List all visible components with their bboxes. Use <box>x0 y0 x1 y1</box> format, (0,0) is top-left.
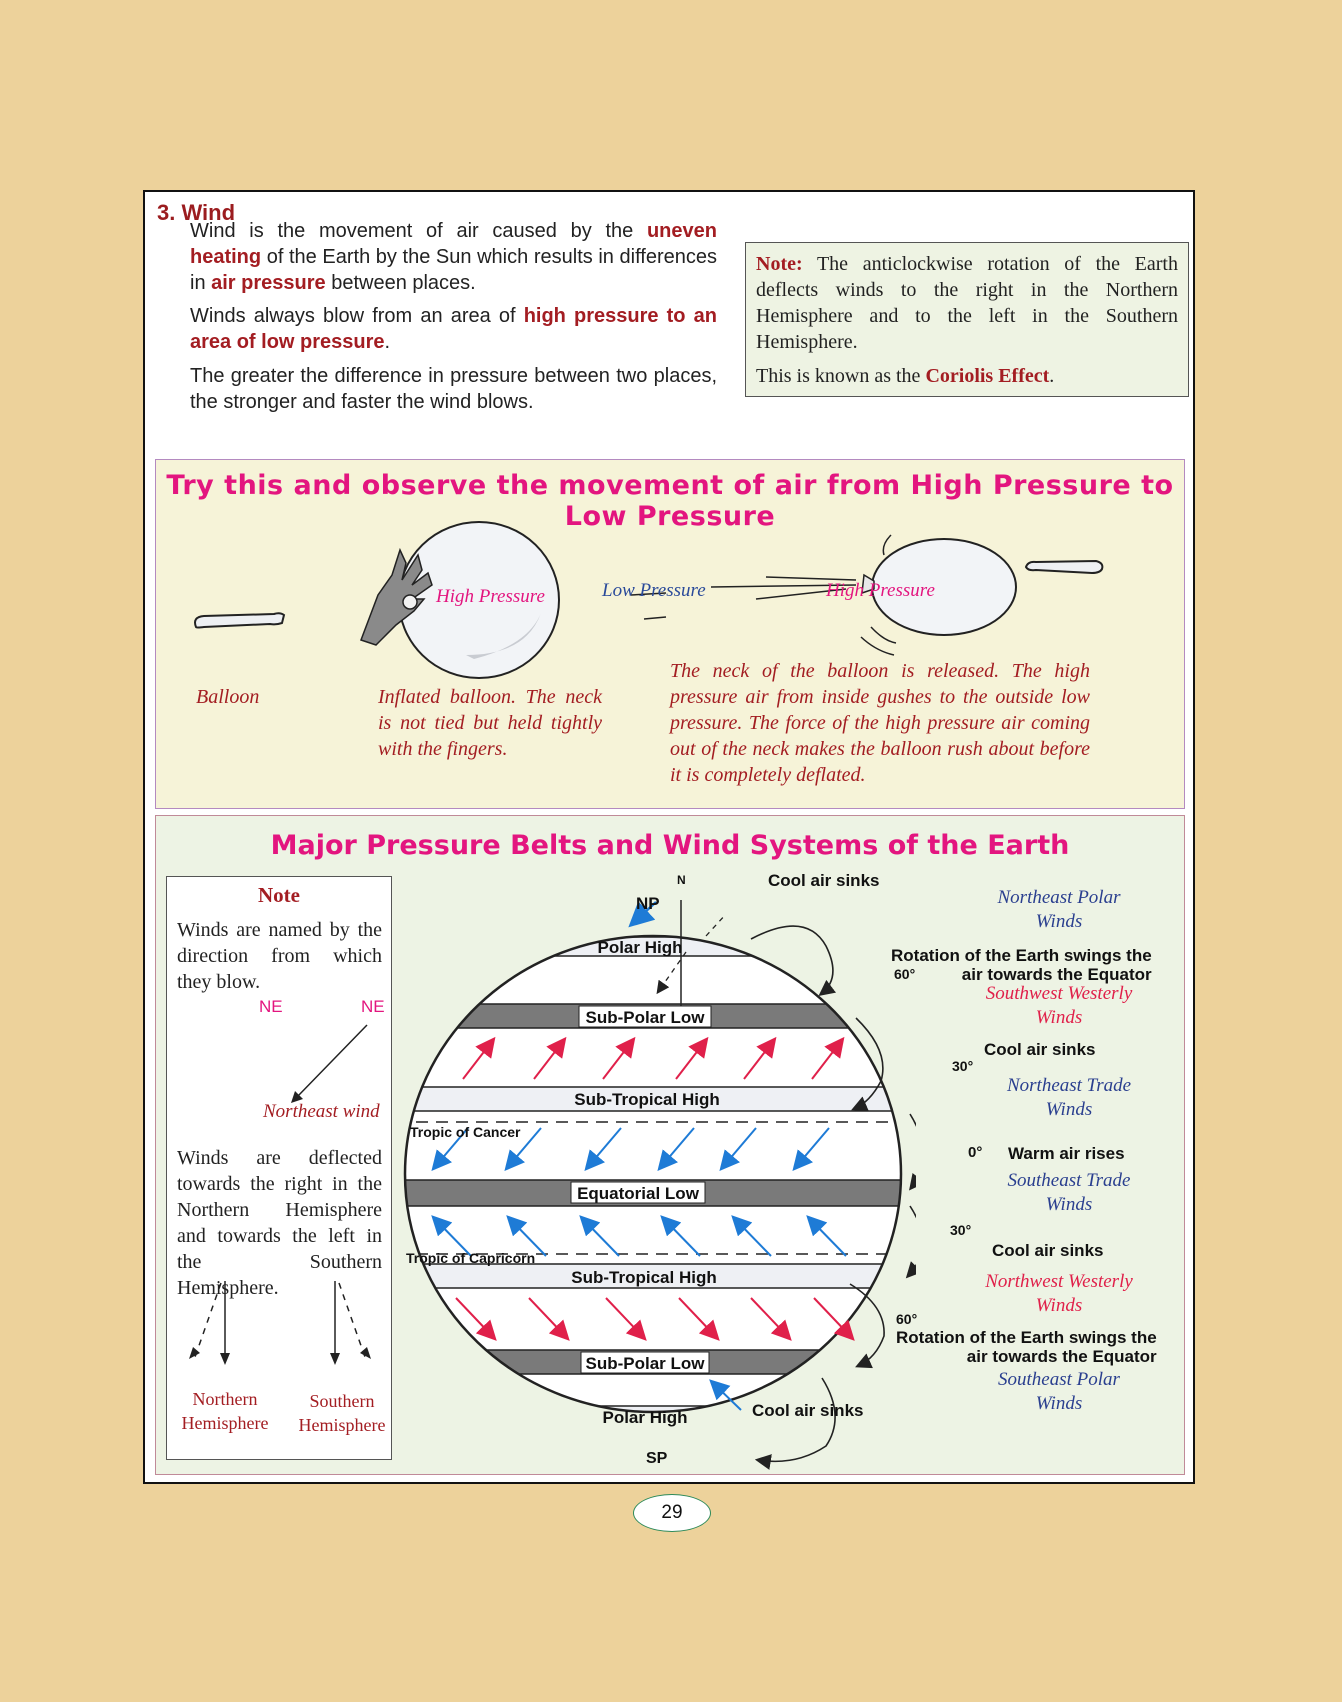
pressure-belts-title: Major Pressure Belts and Wind Systems of… <box>270 830 1070 861</box>
note-title: Note <box>258 883 300 907</box>
ne-arrow-icon <box>291 1024 368 1103</box>
activity-title: Try this and observe the movement of air… <box>166 470 1174 532</box>
belt-sub-tropical-high-s <box>405 1263 901 1289</box>
belt-sub-tropical-high-n <box>405 1086 901 1112</box>
coriolis-note: Note: The anticlockwise rotation of the … <box>745 242 1189 397</box>
note-paragraph-1: Winds are named by the direction from wh… <box>177 919 382 993</box>
polar-high-s-label: Polar High <box>602 1408 687 1427</box>
deg-60-south: 60° <box>896 1311 918 1327</box>
ne-label-right: NE <box>361 997 385 1016</box>
warm-air-rises: Warm air rises <box>1008 1144 1125 1163</box>
caption-released: The neck of the balloon is released. The… <box>670 660 1090 786</box>
wind-naming-note: Note Winds are named by the direction fr… <box>166 876 392 1460</box>
pressure-belts-panel: Major Pressure Belts and Wind Systems of… <box>155 815 1185 1475</box>
cool-air-sinks-top: Cool air sinks <box>768 871 880 890</box>
ne-trade-winds: Northeast Trade Winds <box>1006 1075 1132 1120</box>
cool-air-sinks-30s: Cool air sinks <box>992 1241 1104 1260</box>
intro-paragraph-3: The greater the difference in pressure b… <box>190 365 717 413</box>
section-title: 3. Wind <box>157 200 236 225</box>
cool-air-sinks-bottom: Cool air sinks <box>752 1401 864 1420</box>
page-number: 29 <box>633 1494 711 1532</box>
deg-60-north: 60° <box>894 966 916 982</box>
belt-polar-high-s <box>405 1405 901 1412</box>
sub-tropical-high-n-label: Sub-Tropical High <box>574 1090 719 1109</box>
textbook-page: 3. Wind Wind is the movement of air caus… <box>143 190 1195 1484</box>
hemisphere-deflection-arrows <box>189 1281 371 1365</box>
intro-paragraph-2: Winds always blow from an area of high p… <box>190 305 717 353</box>
ne-wind-caption: Northeast wind <box>263 1101 380 1122</box>
ne-polar-winds: Northeast Polar Winds <box>997 887 1121 932</box>
tropic-of-capricorn-label: Tropic of Capricorn <box>406 1250 535 1266</box>
northern-hemisphere-label: Northern Hemisphere <box>181 1389 269 1433</box>
deflated-balloon-right <box>1024 559 1104 575</box>
deg-30-north: 30° <box>952 1058 974 1074</box>
sub-polar-low-s-label: Sub-Polar Low <box>586 1354 706 1373</box>
hand-icon <box>360 547 433 646</box>
deflated-balloon-left <box>194 612 286 629</box>
cool-air-sinks-30n: Cool air sinks <box>984 1040 1096 1059</box>
high-pressure-label-2: High Pressure <box>826 580 935 601</box>
activity-panel: Try this and observe the movement of air… <box>155 459 1185 809</box>
low-pressure-label: Low Pressure <box>602 580 706 601</box>
nw-westerly-winds: Northwest Westerly Winds <box>985 1271 1133 1316</box>
high-pressure-label-1: High Pressure <box>436 586 545 607</box>
balloon-illustration <box>194 521 1104 679</box>
deg-0: 0° <box>968 1144 983 1161</box>
earth-pressure-belts-diagram: Polar High Sub-Polar Low Sub-Tropical Hi… <box>403 873 916 1470</box>
ne-label-left: NE <box>259 997 283 1016</box>
se-trade-winds: Southeast Trade Winds <box>1007 1170 1131 1215</box>
intro-paragraph-1: Wind is the movement of air caused by th… <box>190 220 717 294</box>
caption-inflated: Inflated balloon. The neck is not tied b… <box>378 686 602 760</box>
se-polar-winds: Southeast Polar Winds <box>998 1369 1120 1414</box>
deg-30-south: 30° <box>950 1222 972 1238</box>
north-pole-label: NP <box>636 894 660 913</box>
sub-polar-low-n-label: Sub-Polar Low <box>586 1008 706 1027</box>
n-label: N <box>677 873 686 887</box>
equatorial-low-label: Equatorial Low <box>577 1184 700 1203</box>
southern-hemisphere-label: Southern Hemisphere <box>298 1391 386 1435</box>
note-paragraph-2: Winds are deflected towards the right in… <box>177 1147 382 1299</box>
caption-balloon: Balloon <box>196 686 260 708</box>
polar-high-n-label: Polar High <box>597 938 682 957</box>
air-stream-lines <box>630 534 897 656</box>
tropic-of-cancer-label: Tropic of Cancer <box>410 1124 521 1140</box>
sub-tropical-high-s-label: Sub-Tropical High <box>571 1268 716 1287</box>
sw-westerly-winds: Southwest Westerly Winds <box>985 983 1133 1028</box>
south-pole-label: SP <box>646 1450 668 1467</box>
